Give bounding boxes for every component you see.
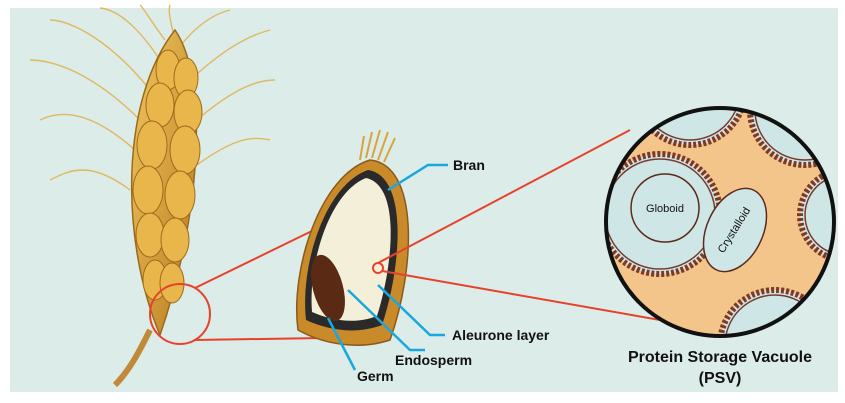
- psv-title: Protein Storage Vacuole: [628, 349, 812, 366]
- globoid-label: Globoid: [646, 203, 684, 215]
- germ-label: Germ: [357, 368, 394, 384]
- bran-label: Bran: [453, 157, 485, 173]
- aleurone-label: Aleurone layer: [452, 327, 550, 343]
- endosperm-label: Endosperm: [395, 352, 472, 368]
- psv-abbr: (PSV): [699, 370, 742, 387]
